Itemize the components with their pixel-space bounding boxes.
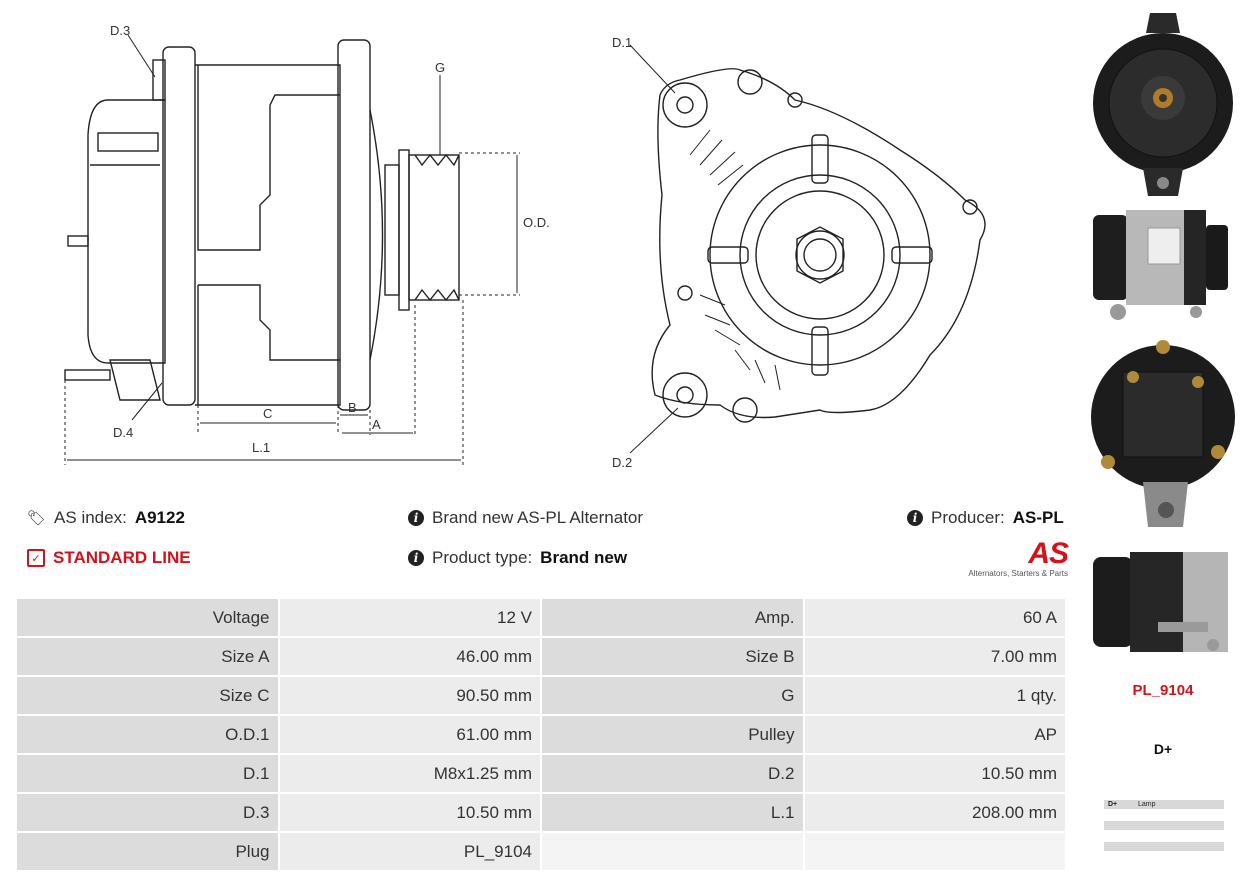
spec-value: 60 A [802, 597, 1067, 638]
line-label: STANDARD LINE [53, 548, 191, 567]
terminal-label: D+ [1153, 741, 1173, 757]
info-icon: i [408, 510, 424, 526]
label-d1: D.1 [612, 35, 632, 50]
alternator-front-photo [1093, 13, 1233, 196]
spec-value: PL_9104 [277, 831, 542, 872]
terminal-table: D+Lamp [1104, 800, 1224, 851]
tags-icon: 🏷 [27, 510, 47, 527]
product-type-value: Brand new [540, 548, 628, 567]
alternator-rear-photo [1091, 340, 1235, 527]
label-od1: O.D.1 [523, 215, 550, 230]
spec-value: 7.00 mm [802, 636, 1067, 677]
terminal-desc [1134, 809, 1224, 836]
producer-label: Producer: [931, 508, 1005, 527]
terminal-row [1104, 809, 1224, 836]
label-d4: D.4 [113, 425, 133, 440]
check-square-icon: ✓ [27, 549, 45, 567]
spec-label: Pulley [540, 714, 805, 755]
product-type-label: Product type: [432, 548, 533, 567]
plug-code: PL_9104 [1132, 682, 1194, 699]
alternator-side-photo [1093, 210, 1228, 320]
spec-value: 90.50 mm [277, 675, 542, 716]
terminal-code [1104, 809, 1134, 836]
spec-label: O.D.1 [15, 714, 280, 755]
spec-label: Voltage [15, 597, 280, 638]
spec-value: 46.00 mm [277, 636, 542, 677]
spec-value: AP [802, 714, 1067, 755]
logo-tagline: Alternators, Starters & Parts [968, 569, 1068, 578]
info-icon: i [408, 550, 424, 566]
logo-mark: AS [1028, 537, 1069, 570]
spec-label: D.2 [540, 753, 805, 794]
label-g: G [435, 60, 445, 75]
spec-value: 208.00 mm [802, 792, 1067, 833]
as-index: 🏷 AS index: A9122 [27, 508, 185, 528]
spec-value: 12 V [277, 597, 542, 638]
spec-label: D.3 [15, 792, 280, 833]
label-a: A [372, 417, 381, 432]
label-c: C [263, 406, 272, 421]
spec-label: Size A [15, 636, 280, 677]
alternator-front-drawing: D.1 D.2 [612, 35, 986, 470]
spec-label: Size C [15, 675, 280, 716]
label-b: B [348, 400, 357, 415]
label-d2: D.2 [612, 455, 632, 470]
alternator-angle-photo [1093, 552, 1228, 652]
terminal-row: D+Lamp [1104, 800, 1224, 815]
spec-label: D.1 [15, 753, 280, 794]
alternator-side-drawing: D.3 G O.D.1 C B A L.1 D.4 [64, 23, 550, 465]
spec-value: 10.50 mm [802, 753, 1067, 794]
spec-label: L.1 [540, 792, 805, 833]
terminal-code [1104, 830, 1134, 851]
label-l1: L.1 [252, 440, 270, 455]
label-d3: D.3 [110, 23, 130, 38]
terminal-desc [1134, 830, 1224, 851]
product-line: ✓ STANDARD LINE [27, 548, 191, 568]
spec-value: 61.00 mm [277, 714, 542, 755]
description-row: i Brand new AS-PL Alternator [408, 508, 643, 528]
as-index-label: AS index: [54, 508, 127, 527]
info-icon: i [907, 510, 923, 526]
product-type-row: i Product type: Brand new [408, 548, 627, 568]
producer-row: i Producer: AS-PL [907, 508, 1064, 528]
spec-value: 10.50 mm [277, 792, 542, 833]
spec-label: Plug [15, 831, 280, 872]
as-logo: AS Alternators, Starters & Parts [962, 537, 1069, 579]
spec-label: Amp. [540, 597, 805, 638]
spec-label [540, 831, 805, 872]
as-index-value: A9122 [134, 508, 185, 527]
spec-value [802, 831, 1067, 872]
spec-label: G [540, 675, 805, 716]
terminal-desc: Lamp [1134, 800, 1224, 815]
description-text: Brand new AS-PL Alternator [432, 508, 644, 527]
producer-value: AS-PL [1012, 508, 1064, 527]
spec-value: 1 qty. [802, 675, 1067, 716]
spec-label: Size B [540, 636, 805, 677]
spec-value: M8x1.25 mm [277, 753, 542, 794]
terminal-row [1104, 830, 1224, 851]
terminal-code: D+ [1104, 800, 1134, 815]
